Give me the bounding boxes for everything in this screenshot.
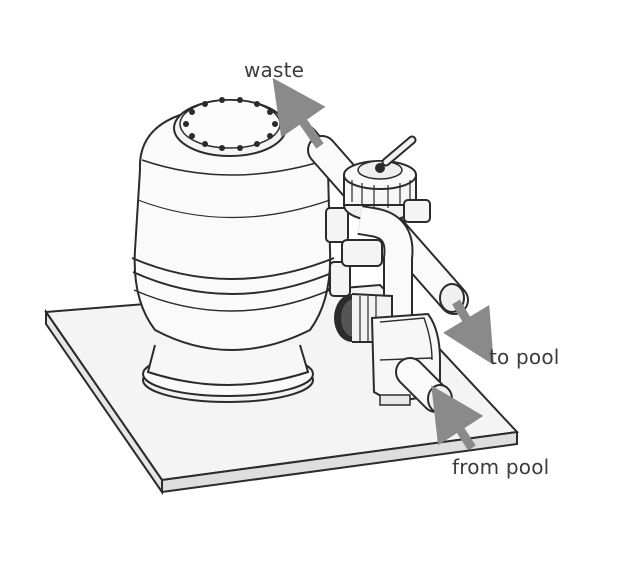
waste-label: waste [244, 58, 304, 82]
to-pool-arrow [456, 302, 480, 342]
from-pool-label: from pool [452, 455, 549, 479]
to-pool-label: to pool [489, 345, 560, 369]
filter-tank [132, 97, 334, 350]
tank-stand [143, 345, 313, 402]
multiport-valve [344, 140, 430, 222]
